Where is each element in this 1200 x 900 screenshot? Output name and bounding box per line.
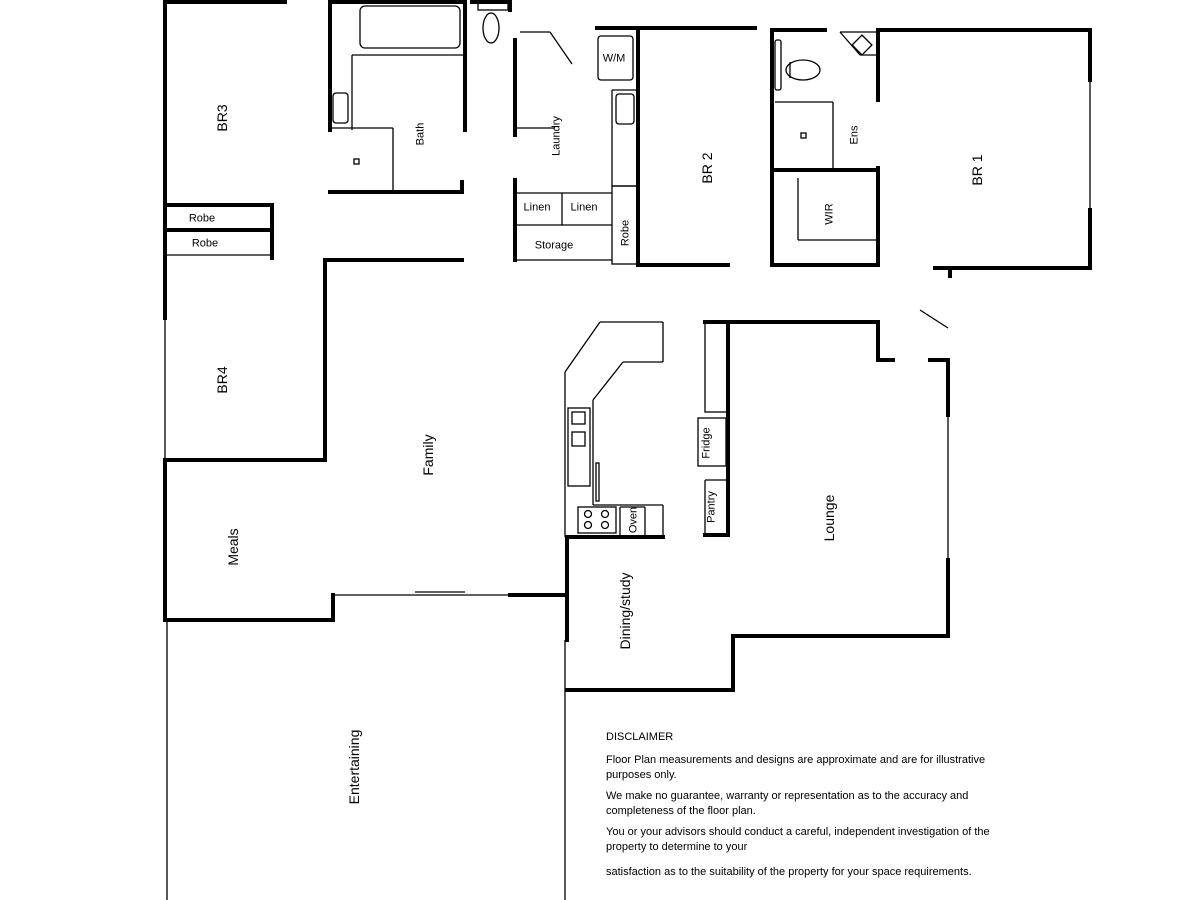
- room-label-bath: Bath: [414, 122, 427, 146]
- robe-label-1: Robe: [188, 212, 216, 225]
- disclaimer-paragraph-3: You or your advisors should conduct a ca…: [606, 826, 990, 853]
- room-label-dining-study: Dining/study: [617, 572, 633, 650]
- linen-label-1: Linen: [523, 201, 551, 214]
- room-label-br2: BR 2: [699, 152, 715, 184]
- room-label-br1: BR 1: [969, 154, 985, 186]
- room-label-entertaining: Entertaining: [346, 729, 362, 805]
- storage-label: Storage: [534, 239, 574, 252]
- robe-label-2: Robe: [191, 237, 219, 250]
- room-label-br4: BR4: [214, 366, 230, 394]
- disclaimer-paragraph-1: Floor Plan measurements and designs are …: [606, 754, 986, 781]
- thin-lines: [164, 0, 1091, 900]
- fridge-label: Fridge: [700, 427, 713, 459]
- room-label-lounge: Lounge: [821, 494, 837, 542]
- room-label-ens: Ens: [848, 125, 861, 145]
- room-label-laundry: Laundry: [550, 116, 563, 156]
- disclaimer-paragraph-4: satisfaction as to the suitability of th…: [606, 866, 972, 878]
- pantry-label: Pantry: [705, 491, 718, 523]
- linen-label-2: Linen: [570, 201, 598, 214]
- room-label-wm: W/M: [602, 52, 626, 65]
- disclaimer-paragraph-2: We make no guarantee, warranty or repres…: [606, 790, 969, 817]
- room-label-meals: Meals: [225, 528, 241, 566]
- robe-label-3: Robe: [619, 219, 632, 247]
- room-label-family: Family: [420, 434, 436, 476]
- room-label-wir: WIR: [823, 203, 836, 225]
- disclaimer-title: DISCLAIMER: [606, 731, 674, 743]
- oven-label: Oven: [627, 506, 640, 534]
- disclaimer-block: DISCLAIMER Floor Plan measurements and d…: [606, 730, 996, 886]
- room-label-br3: BR3: [214, 104, 230, 132]
